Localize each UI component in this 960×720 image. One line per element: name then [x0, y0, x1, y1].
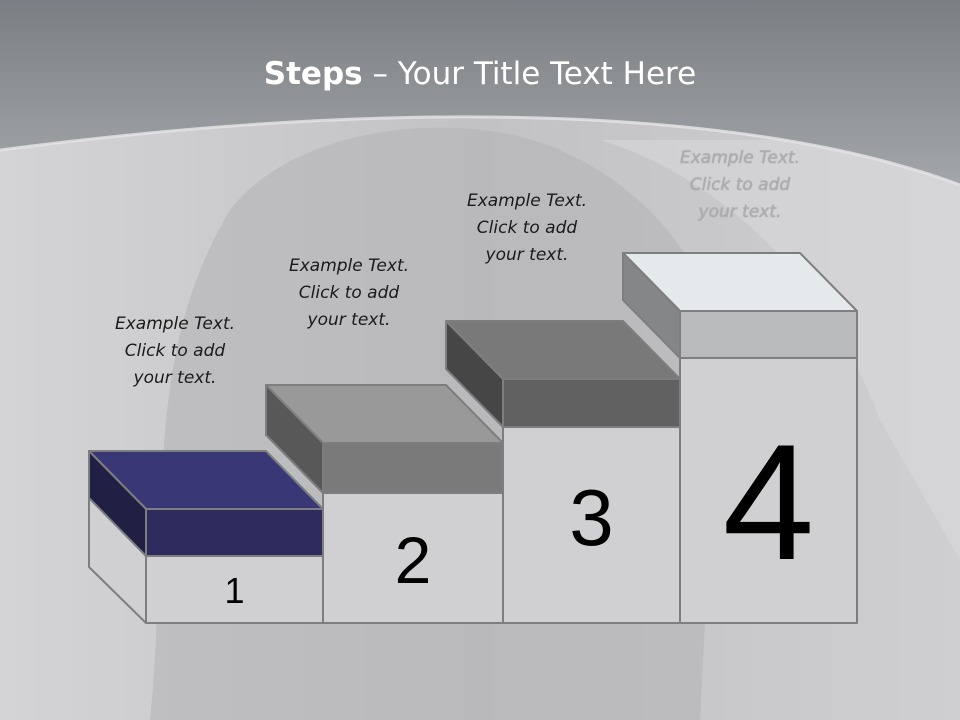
step-1-caption[interactable]: Example Text. Click to add your text.	[75, 311, 275, 392]
caption-line: Example Text.	[679, 148, 801, 168]
caption-line: Click to add	[476, 218, 578, 238]
step-2-lid-front	[322, 442, 504, 494]
caption-line: your text.	[698, 202, 782, 222]
caption-line: Example Text.	[114, 314, 236, 334]
slide-title[interactable]: Steps – Your Title Text Here	[0, 56, 960, 92]
caption-line: your text.	[307, 310, 391, 330]
title-rest: – Your Title Text Here	[362, 56, 697, 92]
steps-diagram	[88, 252, 858, 624]
step-2-caption[interactable]: Example Text. Click to add your text.	[249, 253, 449, 334]
step-4-lid-front	[679, 310, 858, 359]
step-1-number: 1	[224, 570, 245, 611]
step-3-lid-front	[502, 378, 681, 428]
caption-line: Example Text.	[288, 256, 410, 276]
step-4-caption[interactable]: Example Text. Click to add your text.	[640, 145, 840, 226]
caption-line: Click to add	[298, 283, 400, 303]
step-3-number: 3	[569, 473, 614, 562]
step-4-number: 4	[722, 410, 815, 594]
title-bold: Steps	[263, 56, 363, 92]
caption-line: Example Text.	[466, 191, 588, 211]
caption-line: your text.	[485, 245, 569, 265]
step-1-lid-front	[145, 508, 324, 557]
step-2-number: 2	[394, 523, 432, 597]
window-light	[600, 140, 960, 560]
caption-line: your text.	[133, 368, 217, 388]
header-band	[0, 0, 960, 185]
header-curve	[0, 115, 960, 187]
caption-line: Click to add	[124, 341, 226, 361]
step-3-caption[interactable]: Example Text. Click to add your text.	[427, 188, 627, 269]
caption-line: Click to add	[689, 175, 791, 195]
